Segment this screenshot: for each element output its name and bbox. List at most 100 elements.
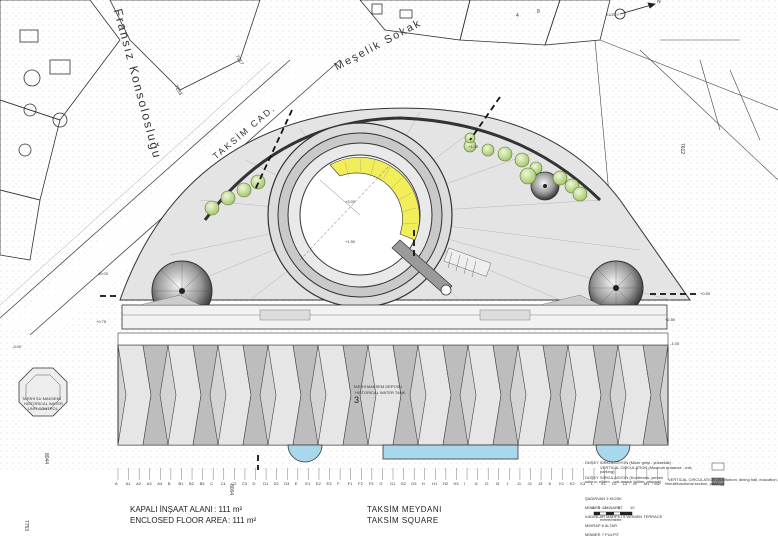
scale-tick-5: 5 [618, 505, 621, 510]
legend-swatch-1 [711, 462, 725, 471]
north-arrow [614, 2, 656, 20]
tree [236, 182, 252, 198]
tree [464, 132, 476, 144]
axis-label: E2 [315, 481, 321, 486]
yellow-ramp [329, 156, 420, 241]
axis-label: M [633, 481, 637, 486]
axis-label: J [506, 481, 509, 486]
legend-item: MİHRAP 6 ALTAR [585, 523, 618, 528]
axis-label: H [421, 481, 425, 486]
elev-8: +0.50 [700, 291, 711, 296]
axis-label: C [210, 481, 214, 486]
axis-label: G [379, 481, 383, 486]
axis-label: F2 [358, 481, 363, 486]
elev-4: -3.00 [12, 344, 22, 349]
area-en-label: ENCLOSED FLOOR AREA [130, 516, 228, 525]
axis-label: B3 [199, 481, 205, 486]
tree [519, 167, 537, 185]
elev-6: +2.50 [665, 317, 676, 322]
grid-axis-ticks [117, 468, 669, 480]
parcel-7612: 7612 [679, 142, 686, 155]
axis-label: H3 [453, 481, 459, 486]
axis-label: M1 [643, 481, 650, 486]
axis-label: B2 [189, 481, 194, 486]
tree [514, 152, 530, 168]
axis-label: F [337, 481, 340, 486]
octagon-kiosk [18, 367, 68, 417]
tree [250, 174, 266, 190]
elev-1: ±0.00 [98, 271, 108, 276]
tree [204, 200, 220, 216]
axis-label: G1 [390, 481, 396, 486]
water-tank-label: TARİHİ MAKSEM DEPOSU [353, 384, 403, 389]
axis-label: J2 [527, 481, 532, 486]
axis-label: A2 [136, 481, 142, 486]
axis-label: N [665, 481, 668, 486]
axis-label: A3 [146, 481, 152, 486]
scale-tick-10: 10 [630, 505, 635, 510]
axis-label: I1 [474, 481, 478, 486]
axis-label: C2 [231, 481, 237, 486]
area-tr-label: KAPALI İNŞAAT ALANI [130, 505, 213, 514]
axis-label: M2 [654, 481, 660, 486]
title-tr: TAKSİM MEYDANI [367, 505, 442, 514]
legend-2-en: VERTICAL CIRCULATION (Auditorium, dining… [668, 477, 778, 486]
axis-label: F1 [347, 481, 353, 486]
parcel-8: 8 [537, 9, 540, 15]
elev-9: +1.00 [468, 144, 479, 149]
title-en: TAKSİM SQUARE [367, 516, 439, 525]
front-walkway [121, 304, 668, 330]
tree [572, 186, 588, 202]
pool-left [287, 444, 323, 463]
scale-bar [593, 511, 633, 516]
tree [552, 170, 568, 186]
kiosk-label-en: HISTORICAL WATER [24, 401, 63, 406]
elev-2: +3.00 [345, 199, 356, 204]
dome-right [588, 260, 644, 316]
tree [220, 190, 236, 206]
axis-label: K1 [559, 481, 565, 486]
area-tr-value: : 111 m² [214, 505, 243, 514]
axis-label: L1 [601, 481, 606, 486]
axis-label: B1 [178, 481, 184, 486]
axis-label: D3 [284, 481, 290, 486]
legend-list: ŞADIRVAN 3 KIOSK MİNARE 4 MINARET KADINL… [585, 497, 775, 542]
parcel-7753: 7753 [23, 519, 30, 532]
section-lines [100, 96, 700, 470]
pool-right [595, 444, 631, 463]
compass-label: KUZEY [606, 12, 620, 17]
axis-label: D1 [263, 481, 269, 486]
axis-label: E [294, 481, 298, 486]
arc-wall [203, 116, 602, 221]
compass-n: N [657, 0, 661, 5]
legend-1-tr: DÜŞEY SİRKÜLASYON (Müze girişi - yüksekl… [585, 460, 671, 465]
parcel-4: 4 [516, 13, 519, 19]
scale-tick-0: 0 [592, 505, 595, 510]
roman-numeral: 3 [354, 395, 360, 405]
axis-label: K3 [580, 481, 586, 486]
tree [497, 146, 513, 162]
axis-label: A4 [157, 481, 163, 486]
legend-swatch-2 [711, 477, 725, 486]
axis-label: L2 [612, 481, 617, 486]
axis-label: E1 [305, 481, 311, 486]
axis-label: B [167, 481, 171, 486]
axis-label: D2 [273, 481, 279, 486]
consulate-buildings [0, 0, 261, 261]
tree-row [204, 132, 588, 216]
axis-label: J1 [516, 481, 522, 486]
roof-folds [117, 344, 669, 446]
parcel-lines [594, 39, 778, 206]
legend-item: MİNARE 4 MINARET [585, 505, 624, 510]
axis-label: F3 [368, 481, 374, 486]
axis-label: L [590, 481, 594, 486]
axis-label: A1 [125, 481, 131, 486]
axis-label: A [115, 481, 118, 486]
axis-label: G2 [400, 481, 406, 486]
pool-center [382, 444, 519, 460]
axis-label: J3 [538, 481, 543, 486]
area-en-value: : 111 m² [228, 516, 257, 525]
axis-label: I3 [495, 481, 500, 486]
